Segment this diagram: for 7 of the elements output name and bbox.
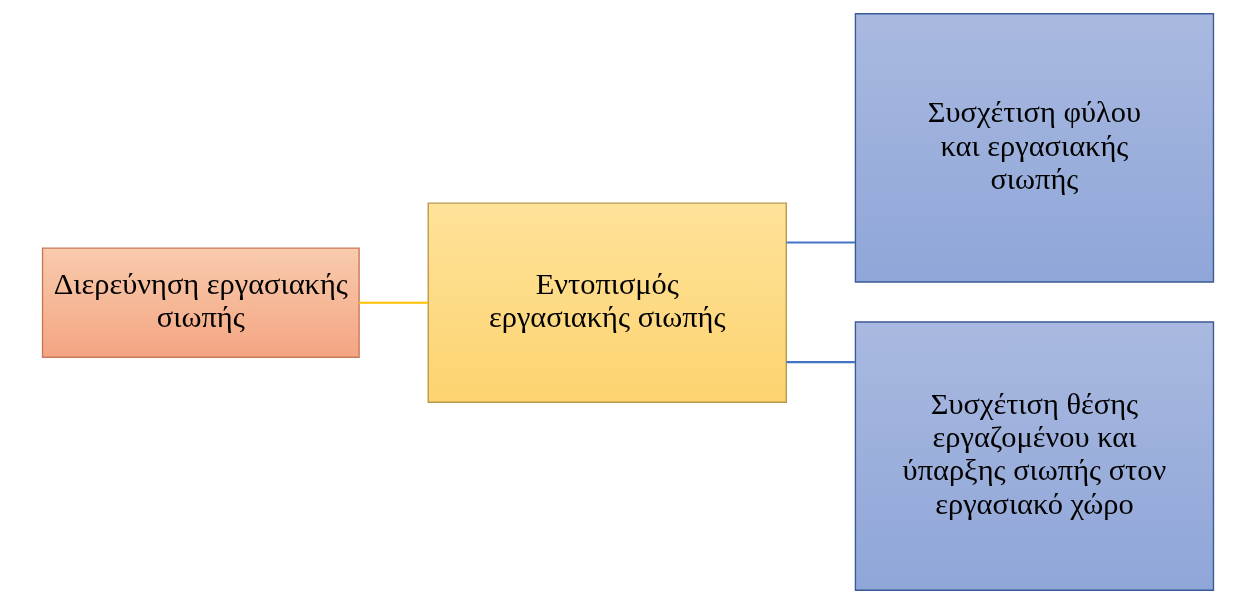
node-box: Διερεύνηση εργασιακής σιωπής [41,247,360,358]
node-box: Συσχέτιση φύλου και εργασιακής σιωπής [854,13,1215,283]
connector [786,241,855,244]
node-box: Εντοπισμός εργασιακής σιωπής [427,202,787,403]
connector [786,361,855,364]
node-box: Συσχέτιση θέσης εργαζομένου και ύπαρξης σιωπής στον εργασιακό χώρο [854,321,1215,591]
connector [359,301,428,304]
